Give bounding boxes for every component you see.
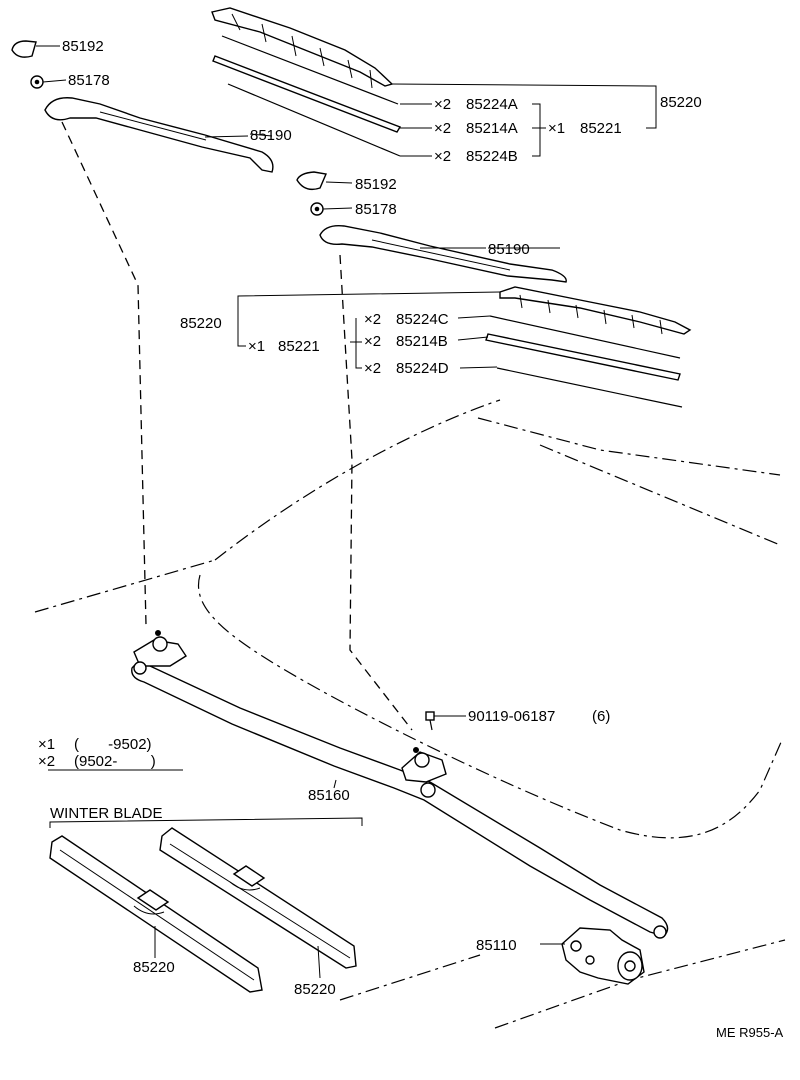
nut-left-icon	[30, 75, 67, 89]
label-motor: 85110	[476, 937, 517, 954]
label-mark-b: ×2	[434, 120, 451, 137]
label-blade-assy-mid: 85221	[278, 338, 320, 355]
label-arm-right: 85190	[488, 241, 530, 258]
label-legend-range-1: ( -9502)	[74, 736, 152, 753]
label-blade-top: 85220	[660, 94, 702, 111]
cap-right-icon	[296, 171, 353, 191]
label-nut-right: 85178	[355, 201, 397, 218]
label-mark-f: ×2	[364, 311, 381, 328]
label-mark-c: ×2	[434, 148, 451, 165]
label-bolt-qty: (6)	[592, 708, 610, 725]
wiper-arm-left	[44, 97, 274, 173]
windshield-outline	[34, 399, 786, 1029]
label-winter-blade: WINTER BLADE	[50, 805, 163, 822]
label-rubber-top-b: 85224B	[466, 148, 518, 165]
reference-code: ME R955-A	[716, 1025, 784, 1040]
label-insert-top: 85214A	[466, 120, 518, 137]
wiper-arm-right	[319, 225, 567, 283]
label-mark-d: ×1	[548, 120, 565, 137]
leader-lines	[48, 85, 657, 979]
alignment-guides	[61, 121, 413, 731]
label-insert-mid: 85214B	[396, 333, 448, 350]
label-rubber-mid-c: 85224C	[396, 311, 449, 328]
label-nut-left: 85178	[68, 72, 110, 89]
label-legend-range-2: (9502- )	[74, 753, 156, 770]
part-labels: 85192 85178 85190 ×2 85224A ×2 85214A ×2…	[38, 38, 784, 1040]
label-winter-blade-1: 85220	[133, 959, 175, 976]
label-mark-g: ×2	[364, 333, 381, 350]
label-mark-a: ×2	[434, 96, 451, 113]
label-link: 85160	[308, 787, 350, 804]
winter-blade-1	[49, 835, 263, 993]
label-rubber-top-a: 85224A	[466, 96, 518, 113]
wiper-linkage	[131, 630, 669, 939]
label-rubber-mid-d: 85224D	[396, 360, 449, 377]
label-cap-left: 85192	[62, 38, 104, 55]
label-blade-mid: 85220	[180, 315, 222, 332]
label-bolt: 90119-06187	[468, 708, 555, 725]
wiper-motor	[540, 927, 645, 985]
label-mark-h: ×2	[364, 360, 381, 377]
label-mark-e: ×1	[248, 338, 265, 355]
winter-blade-2	[159, 827, 357, 969]
cap-left-icon	[11, 40, 60, 58]
wiper-blade-middle	[485, 286, 692, 408]
label-legend-mark-2: ×2	[38, 753, 55, 770]
wiper-blade-top	[211, 7, 651, 157]
bolt-icon	[425, 711, 466, 731]
label-blade-assy-top: 85221	[580, 120, 622, 137]
label-legend-mark-1: ×1	[38, 736, 55, 753]
label-arm-left: 85190	[250, 127, 292, 144]
nut-right-icon	[310, 202, 353, 216]
label-cap-right: 85192	[355, 176, 397, 193]
label-winter-blade-2: 85220	[294, 981, 336, 998]
